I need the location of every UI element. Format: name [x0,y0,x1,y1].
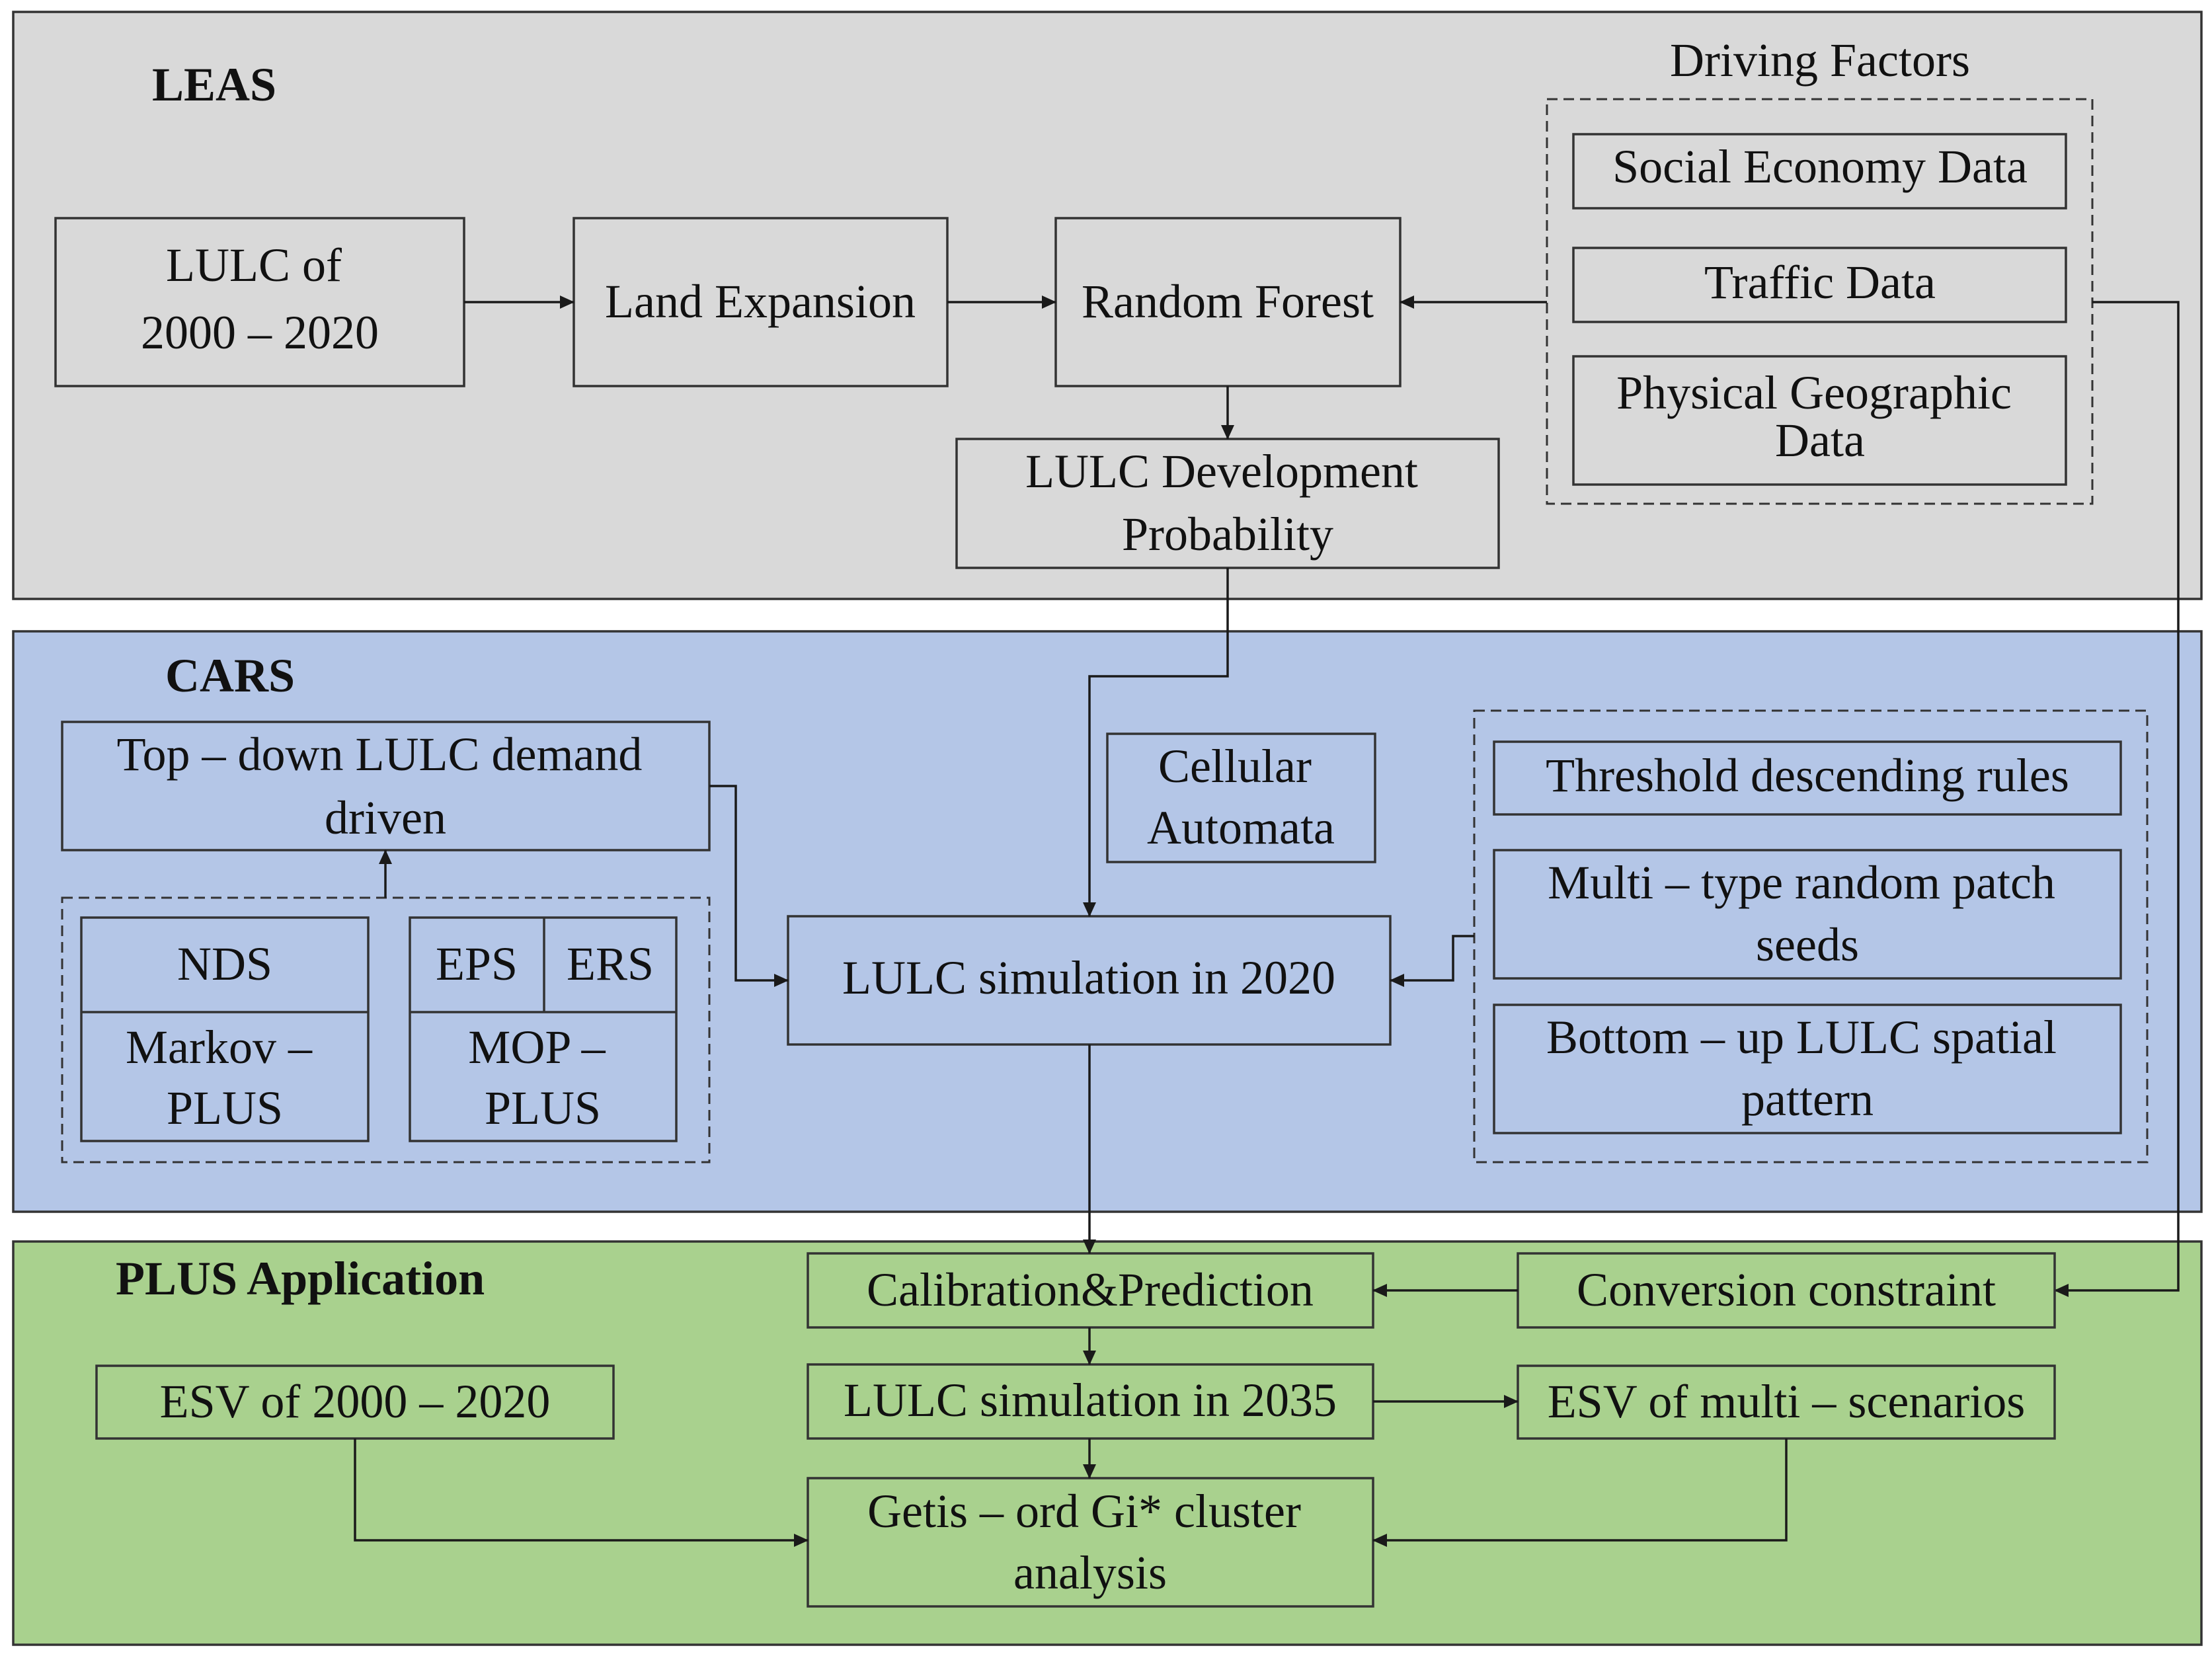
leas-panel [12,11,2203,600]
traffic-label: Traffic Data [1704,256,1936,309]
threshold-rules-label: Threshold descending rules [1546,749,2069,802]
threshold-rules-box [1493,740,2122,816]
mop-plus-line-1: MOP – [468,1021,606,1074]
cars-title: CARS [165,649,295,702]
patch-seeds-line-1: Multi – type random patch [1548,856,2055,909]
development-probability-line-2: Probability [1122,508,1333,561]
arrow-esvmulti-to-getis [1372,1438,1788,1547]
ers-label: ERS [567,937,654,990]
simulation-2035-label: LULC simulation in 2035 [844,1374,1337,1427]
physical-geographic-line-1: Physical Geographic [1616,366,2012,419]
arrow-rules-to-sim2020 [1390,935,1474,987]
physical-geographic-box [1572,355,2067,486]
patch-seeds-line-2: seeds [1756,918,1859,971]
social-economy-box [1572,133,2067,210]
esv-2000-2020-label: ESV of 2000 – 2020 [160,1375,551,1428]
patch-seeds-box [1493,849,2122,980]
bottom-up-line-1: Bottom – up LULC spatial [1546,1011,2057,1064]
lulc-input-line-2: 2000 – 2020 [141,306,379,359]
traffic-box [1572,247,2067,323]
top-down-line-2: driven [325,791,446,844]
cellular-automata-box [1106,732,1376,863]
getis-ord-line-1: Getis – ord Gi* cluster [867,1485,1301,1538]
land-expansion-label: Land Expansion [605,275,916,328]
eps-label: EPS [436,937,518,990]
svg-text:LULC Development Probabili: LULC Development Probability [1025,445,1430,561]
arrow-topdown-to-sim2020 [709,785,789,987]
development-probability-line-1: LULC Development [1025,445,1418,498]
social-economy-label: Social Economy Data [1612,140,2028,193]
svg-text:Markov – PLUS: Markov – PLUS [126,1021,324,1134]
svg-text:Bottom – up LULC spatial p: Bottom – up LULC spatial pattern [1546,1011,2069,1126]
arrow-esv2000-to-getis [354,1438,809,1547]
cars-panel [12,630,2203,1213]
arrow-probability-to-sim2020 [1083,568,1229,917]
markov-plus-line-2: PLUS [167,1082,283,1134]
mop-plus-line-2: PLUS [485,1082,601,1134]
physical-geographic-line-2: Data [1775,414,1865,467]
leas-title: LEAS [152,58,276,111]
lulc-input-line-1: LULC of [166,239,342,292]
svg-text:Cellular Automata: Cellular Automata [1147,740,1335,854]
nds-label: NDS [177,937,272,990]
svg-text:Physical Geographic Data: Physical Geographic Data [1616,366,2024,467]
plus-title: PLUS Application [116,1252,485,1305]
nds-box [80,916,370,1142]
cellular-automata-line-1: Cellular [1158,740,1312,793]
driving-factors-title: Driving Factors [1670,34,1970,87]
cellular-automata-line-2: Automata [1147,801,1335,854]
svg-text:MOP – PLUS: MOP – PLUS [468,1021,617,1134]
markov-plus-line-1: Markov – [126,1021,313,1074]
svg-text:Top – down LULC demand dri: Top – down LULC demand driven [117,728,654,844]
random-forest-label: Random Forest [1082,275,1374,328]
svg-text:LULC of 2000 – 2020: LULC of 2000 – 2020 [141,239,379,359]
svg-text:Getis – ord Gi* cluster an: Getis – ord Gi* cluster analysis [867,1485,1313,1599]
esv-multi-label: ESV of multi – scenarios [1548,1375,2026,1428]
bottom-up-box [1493,1004,2122,1134]
calibration-label: Calibration&Prediction [867,1263,1314,1316]
conversion-constraint-label: Conversion constraint [1577,1263,1996,1316]
plus-panel [12,1240,2203,1646]
simulation-2020-label: LULC simulation in 2020 [842,951,1335,1004]
top-down-line-1: Top – down LULC demand [117,728,643,781]
svg-text:Multi – type random patch: Multi – type random patch seeds [1548,856,2067,971]
getis-ord-line-2: analysis [1013,1546,1167,1599]
arrow-traffic-to-constraint [2054,301,2180,1297]
bottom-up-line-2: pattern [1741,1073,1874,1126]
